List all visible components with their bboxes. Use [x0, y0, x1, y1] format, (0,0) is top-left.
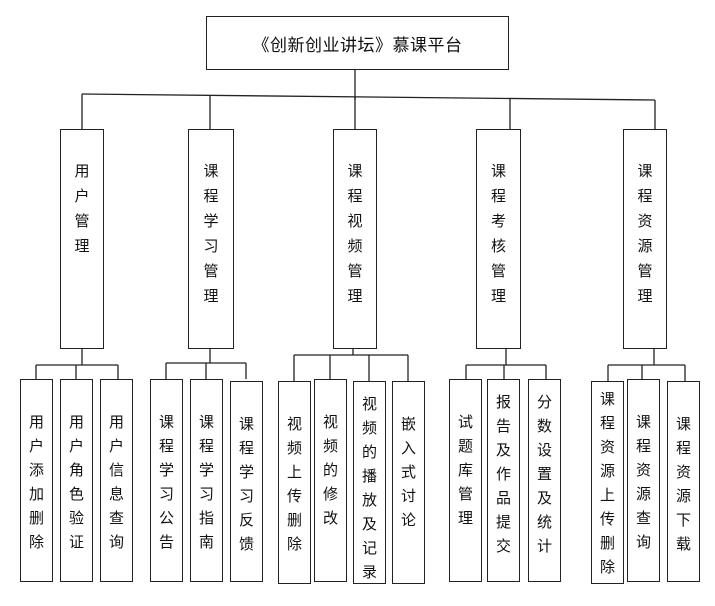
- leaf-node: 课程学习指南: [190, 379, 223, 582]
- leaf-label: 分数设置及统计: [536, 393, 552, 555]
- connector-line: [81, 93, 656, 101]
- module-node-course-resources: 课程资源管理: [623, 129, 667, 349]
- leaf-label: 用户信息查询: [108, 413, 124, 551]
- module-node-course-learning: 课程学习管理: [188, 129, 234, 349]
- leaf-node: 用户角色验证: [60, 379, 93, 582]
- module-node-course-video: 课程视频管理: [333, 129, 377, 349]
- leaf-label: 嵌入式讨论: [400, 415, 416, 529]
- leaf-node: 视频的播放及记录: [353, 381, 386, 584]
- leaf-label: 课程资源查询: [635, 413, 651, 551]
- leaf-label: 用户角色验证: [68, 413, 84, 551]
- module-label: 用户管理: [74, 162, 90, 255]
- leaf-label: 课程学习指南: [198, 413, 214, 551]
- leaf-node: 课程学习公告: [150, 379, 183, 582]
- root-title: 《创新创业讲坛》慕课平台: [252, 35, 463, 56]
- leaf-node: 课程资源下载: [667, 381, 700, 582]
- leaf-node: 课程学习反馈: [230, 381, 263, 582]
- root-node: 《创新创业讲坛》慕课平台: [206, 16, 509, 70]
- leaf-node: 课程资源上传删除: [591, 381, 624, 584]
- leaf-label: 视频的播放及记录: [361, 395, 377, 581]
- leaf-node: 报告及作品提交: [487, 379, 520, 582]
- leaf-label: 课程资源上传删除: [599, 390, 615, 576]
- leaf-label: 试题库管理: [457, 413, 473, 527]
- leaf-node: 试题库管理: [449, 379, 482, 582]
- leaf-node: 嵌入式讨论: [392, 381, 425, 584]
- module-label: 课程视频管理: [347, 162, 363, 305]
- leaf-node: 用户信息查询: [100, 379, 133, 582]
- module-label: 课程学习管理: [203, 162, 219, 305]
- module-node-user-management: 用户管理: [60, 129, 104, 349]
- leaf-node: 分数设置及统计: [528, 379, 561, 582]
- leaf-label: 课程资源下载: [675, 415, 691, 553]
- leaf-label: 课程学习公告: [158, 413, 174, 551]
- module-node-course-assessment: 课程考核管理: [476, 129, 521, 349]
- leaf-label: 用户添加删除: [28, 413, 44, 551]
- leaf-node: 课程资源查询: [627, 379, 660, 582]
- leaf-label: 课程学习反馈: [238, 415, 254, 553]
- leaf-label: 视频上传删除: [286, 415, 302, 553]
- leaf-label: 报告及作品提交: [495, 393, 511, 555]
- leaf-node: 用户添加删除: [20, 379, 53, 582]
- leaf-node: 视频的修改: [314, 379, 347, 582]
- module-label: 课程资源管理: [637, 162, 653, 305]
- leaf-label: 视频的修改: [322, 413, 338, 527]
- leaf-node: 视频上传删除: [278, 381, 311, 584]
- module-label: 课程考核管理: [490, 162, 506, 305]
